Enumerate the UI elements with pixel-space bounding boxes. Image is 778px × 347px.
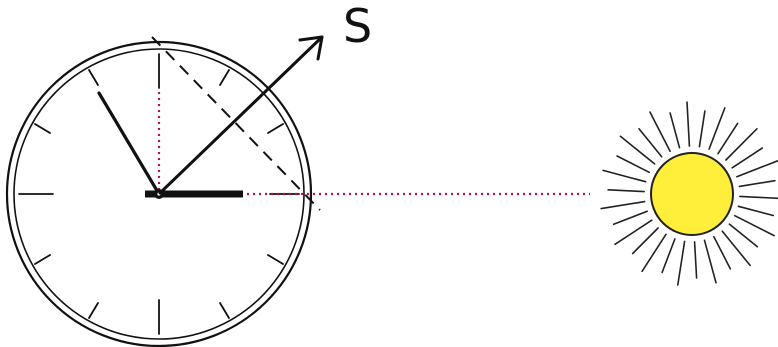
sun-ray [718, 123, 738, 153]
sun-ray [603, 170, 646, 181]
sun-disc [651, 153, 733, 235]
sun-ray [740, 196, 778, 198]
sun-ray [732, 148, 762, 168]
sun-ray [608, 190, 644, 192]
sun-ray [617, 156, 649, 172]
sun-ray [738, 206, 773, 215]
sun-ray [714, 237, 730, 269]
sun-ray [737, 161, 778, 177]
sun-ray [729, 224, 757, 247]
sun-ray [633, 228, 658, 254]
sun-icon [601, 102, 778, 285]
sun-ray [662, 239, 675, 273]
sun-ray [699, 111, 705, 147]
sun-ray [639, 129, 662, 157]
sun-ray [695, 242, 697, 278]
sun-ray [687, 102, 689, 146]
sun-ray [670, 113, 679, 148]
sun-ray [678, 241, 685, 285]
direction-label: S [343, 0, 372, 53]
sun-ray [705, 240, 717, 282]
sun-ray [709, 108, 725, 149]
sun-ray [601, 202, 644, 209]
sun-ray [614, 211, 648, 224]
sun-ray [739, 181, 775, 187]
